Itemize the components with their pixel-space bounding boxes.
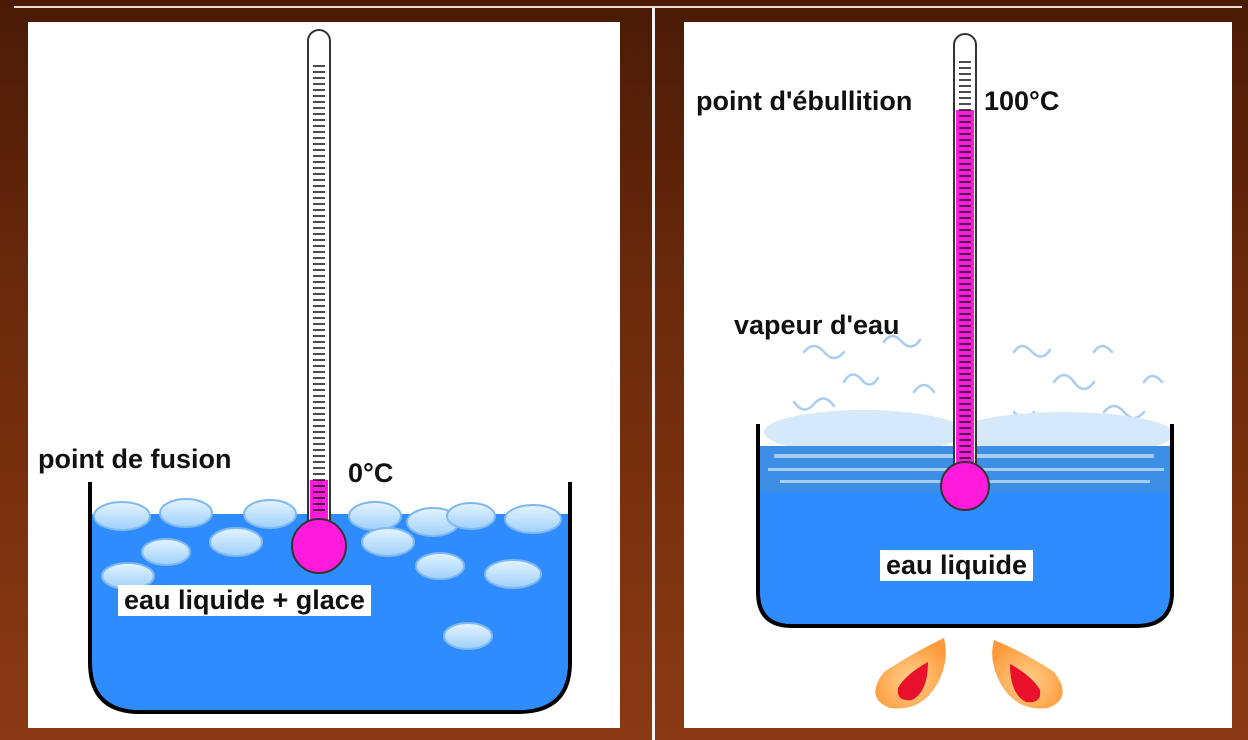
melting-diagram bbox=[88, 29, 572, 714]
thermometer-bulb bbox=[291, 518, 347, 574]
ice-cube bbox=[209, 527, 263, 557]
ice-cube bbox=[415, 552, 465, 580]
flame-right bbox=[992, 640, 1063, 709]
boiling-temperature-label: 100°C bbox=[984, 86, 1060, 116]
ice-cube bbox=[484, 559, 542, 589]
beaker-outline bbox=[756, 424, 1174, 628]
thermometer-scale bbox=[959, 61, 971, 459]
ice-cube bbox=[243, 499, 297, 529]
ice-cubes bbox=[93, 498, 562, 650]
thermometer-bulb bbox=[940, 461, 990, 511]
beaker-outline bbox=[88, 482, 572, 714]
ice-cube bbox=[93, 501, 151, 531]
thermometer-fill bbox=[956, 110, 974, 490]
ice-cube bbox=[446, 502, 496, 530]
liquid-water-label: eau liquide bbox=[880, 550, 1034, 581]
boiling-point-panel: point d'ébullition 100°C vapeur d'eau ea… bbox=[684, 22, 1232, 728]
boiling-point-label: point d'ébullition bbox=[696, 86, 913, 116]
melting-point-panel: point de fusion 0°C eau liquide + glace bbox=[28, 22, 620, 728]
thermometer bbox=[940, 33, 990, 511]
ice-water-label: eau liquide + glace bbox=[118, 585, 371, 616]
ice-cube bbox=[348, 501, 402, 531]
ice-cube bbox=[141, 538, 191, 566]
boiling-diagram bbox=[756, 33, 1174, 709]
flames bbox=[875, 638, 1063, 709]
frame-top-border bbox=[14, 6, 1242, 8]
ice-cube bbox=[504, 504, 562, 534]
ice-cube bbox=[361, 527, 415, 557]
vapor-label: vapeur d'eau bbox=[734, 310, 900, 340]
ice-cube bbox=[443, 622, 493, 650]
flame-left bbox=[875, 638, 946, 709]
vapor-mist bbox=[764, 410, 1174, 456]
melting-temperature-label: 0°C bbox=[348, 458, 394, 488]
panel-divider bbox=[652, 8, 655, 740]
thermometer-tube bbox=[307, 29, 331, 531]
thermometer bbox=[291, 29, 347, 574]
melting-point-label: point de fusion bbox=[38, 444, 232, 474]
thermometer-scale bbox=[313, 65, 325, 511]
ice-cube bbox=[159, 498, 213, 528]
